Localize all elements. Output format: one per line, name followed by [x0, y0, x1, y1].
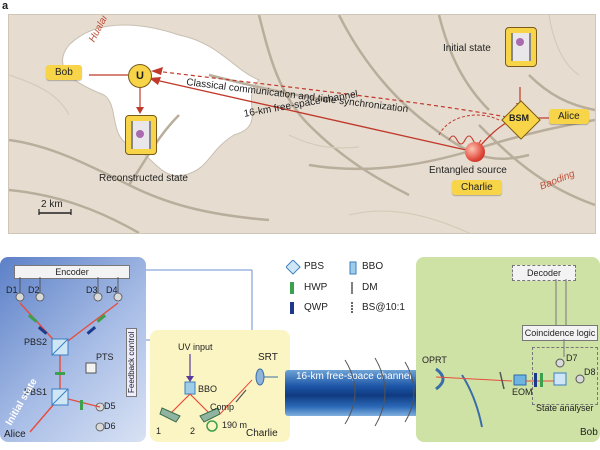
port-2-label: 2 — [190, 426, 196, 436]
comp-right-icon — [199, 407, 221, 423]
detector-d4: D4 — [106, 285, 118, 295]
entangled-source-icon — [465, 142, 485, 162]
channel-wavefronts — [344, 357, 415, 427]
comp-label: Comp — [210, 402, 235, 412]
alice-tag: Alice — [549, 109, 589, 124]
charlie-optics-diagram — [159, 354, 253, 432]
hwp-plate-icon — [290, 282, 294, 294]
charlie-panel: UV input BBO Comp 190 m 1 2 Charlie — [150, 330, 290, 442]
oprt-label: OPRT — [422, 355, 447, 365]
bbo-crystal-icon — [184, 381, 196, 395]
qwp-plate-icon — [290, 302, 294, 314]
entangled-source-label: Entangled source — [429, 165, 507, 176]
legend-hwp: HWP — [304, 282, 328, 293]
reconstructed-state-label: Reconstructed state — [99, 173, 188, 184]
pbs1-label: PBS1 — [24, 387, 48, 397]
srt-label: SRT — [258, 352, 278, 363]
eom-box-icon — [513, 374, 527, 386]
srt-telescope-icon — [255, 368, 278, 386]
legend-bs: BS@10:1 — [362, 302, 405, 313]
initial-state-label: Initial state — [443, 43, 491, 54]
panel-a-letter: a — [2, 0, 9, 12]
coincidence-logic-box: Coincidence logic — [522, 325, 598, 341]
feedback-control-label: Feedback control — [126, 327, 137, 397]
alice-optics-diagram — [15, 277, 123, 433]
detector-d7: D7 — [566, 353, 578, 363]
fiber-length-label: 190 m — [222, 420, 248, 430]
charlie-panel-title: Charlie — [246, 428, 278, 439]
state-analyser-box — [532, 347, 598, 405]
comp-left-icon — [159, 407, 181, 423]
legend-qwp: QWP — [304, 302, 328, 313]
entangled-path-to-bob — [150, 78, 476, 153]
pbs2-label: PBS2 — [24, 337, 48, 347]
scale-bar-label: 2 km — [41, 199, 63, 210]
fiber-coil-icon — [206, 420, 218, 432]
detector-d1: D1 — [6, 285, 18, 295]
decoder-box: Decoder — [512, 265, 576, 281]
charlie-tag: Charlie — [452, 180, 502, 195]
map-panel: Hualai Baoding Bob U Reconstructed state… — [8, 14, 596, 234]
state-analyser-label: State analyser — [536, 403, 594, 413]
detector-d8: D8 — [584, 367, 596, 377]
pbs-cube-icon — [286, 260, 301, 275]
detector-d2: D2 — [28, 285, 40, 295]
unitary-node: U — [128, 64, 152, 88]
legend-bbo: BBO — [362, 261, 384, 272]
legend-icons — [286, 260, 357, 314]
eom-label: EOM — [512, 387, 533, 397]
encoder-box: Encoder — [14, 265, 130, 279]
bob-panel: Decoder Coincidence logic OPRT EOM D7 D8… — [416, 257, 600, 442]
reconstructed-state-icon — [125, 115, 157, 155]
alice-panel-title: Alice — [4, 429, 26, 440]
detector-d5: D5 — [104, 401, 116, 411]
uv-input-label: UV input — [178, 342, 213, 352]
bob-panel-title: Bob — [580, 427, 598, 438]
bob-optics-diagram — [435, 279, 585, 428]
lake-shape — [62, 24, 260, 177]
pts-box — [85, 362, 97, 374]
pts-label: PTS — [96, 352, 114, 362]
detector-d6: D6 — [104, 421, 116, 431]
legend-dm: DM — [362, 282, 378, 293]
detector-d3: D3 — [86, 285, 98, 295]
port-1-label: 1 — [156, 426, 162, 436]
analyser-pbs-icon — [553, 372, 567, 386]
arc-dashed — [438, 114, 500, 136]
bob-tag: Bob — [46, 65, 82, 80]
legend-pbs: PBS — [304, 261, 325, 272]
bbo-label: BBO — [198, 384, 218, 394]
oprt-mirror-icon — [435, 367, 445, 391]
initial-state-icon — [505, 27, 537, 67]
bsm-label: BSM — [509, 113, 529, 123]
alice-panel: Encoder — [0, 257, 146, 442]
free-space-channel-label-b: 16-km free-space channel — [296, 371, 412, 382]
bbo-crystal-icon — [349, 261, 357, 275]
